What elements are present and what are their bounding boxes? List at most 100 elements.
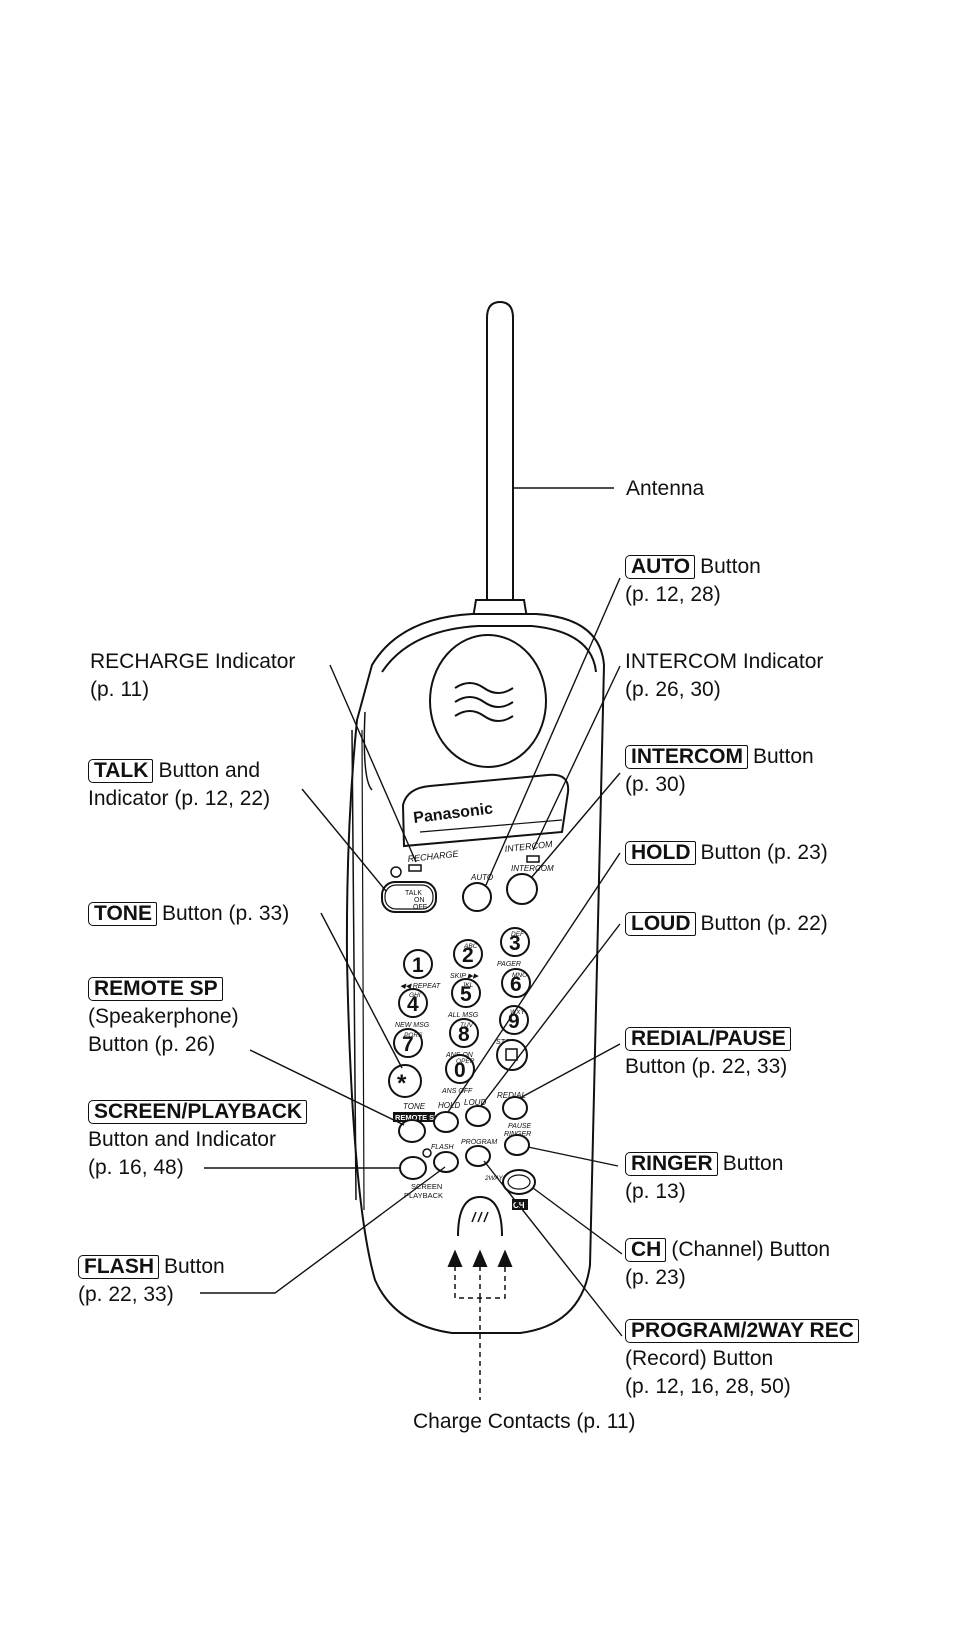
svg-text:PQRS: PQRS — [404, 1032, 423, 1039]
remote-sp-button[interactable] — [398, 1119, 426, 1143]
flash-key: FLASH — [78, 1255, 159, 1279]
svg-text:PROGRAM: PROGRAM — [461, 1139, 497, 1146]
ch-key: CH — [625, 1238, 667, 1262]
svg-text:TALK: TALK — [405, 890, 422, 897]
intercom-button[interactable]: INTERCOM — [506, 864, 554, 905]
svg-text:AUTO: AUTO — [470, 873, 493, 882]
svg-text:PAUSE: PAUSE — [508, 1123, 532, 1130]
svg-text:ANS OFF: ANS OFF — [441, 1088, 473, 1095]
svg-text:4: 4 — [407, 993, 419, 1016]
screen-playback-indicator — [422, 1148, 432, 1158]
svg-text:2: 2 — [462, 944, 474, 967]
hold-button[interactable] — [433, 1111, 459, 1133]
ringer-key: RINGER — [625, 1152, 718, 1176]
svg-text:*: * — [397, 1070, 407, 1097]
svg-text:0: 0 — [454, 1059, 466, 1082]
svg-text:OFF: OFF — [413, 904, 427, 911]
svg-text:6: 6 — [510, 973, 522, 996]
earpiece — [429, 634, 547, 768]
auto-key: AUTO — [625, 555, 696, 579]
stop-key-button[interactable] — [496, 1039, 528, 1071]
label-redial-pause: REDIAL/PAUSE Button (p. 22, 33) — [625, 1025, 796, 1081]
svg-text:PLAYBACK: PLAYBACK — [404, 1191, 443, 1200]
talk-key: TALK — [88, 759, 154, 783]
redial-pause-key: REDIAL/PAUSE — [625, 1027, 791, 1051]
svg-text:7: 7 — [402, 1033, 414, 1056]
label-recharge: RECHARGE Indicator (p. 11) — [90, 650, 296, 701]
svg-text:INTERCOM: INTERCOM — [511, 864, 554, 873]
keypad-key-1[interactable]: 1 ◀◀ REPEAT — [400, 949, 441, 990]
svg-text:REMOTE SP: REMOTE SP — [395, 1113, 439, 1122]
svg-text:REDIAL: REDIAL — [497, 1091, 526, 1100]
hold-key: HOLD — [625, 841, 696, 865]
tone-key: TONE — [88, 902, 157, 926]
svg-text:5: 5 — [460, 983, 472, 1006]
svg-text:GHI: GHI — [409, 992, 421, 999]
label-charge-contacts: Charge Contacts (p. 11) — [413, 1410, 636, 1433]
loud-key: LOUD — [625, 912, 696, 936]
microphone — [457, 1195, 503, 1237]
label-remote-sp: REMOTE SP (Speakerphone) Button (p. 26) — [88, 977, 239, 1056]
svg-text:ALL MSG: ALL MSG — [447, 1012, 479, 1019]
svg-text:SKIP ▶▶: SKIP ▶▶ — [450, 973, 479, 980]
svg-text:ON: ON — [414, 897, 425, 904]
svg-text:OPER: OPER — [456, 1058, 475, 1065]
svg-text:JKL: JKL — [461, 982, 474, 989]
svg-text:ABC: ABC — [463, 943, 478, 950]
svg-text:◀◀ REPEAT: ◀◀ REPEAT — [400, 983, 441, 990]
svg-text:NEW MSG: NEW MSG — [395, 1022, 430, 1029]
svg-text:3: 3 — [509, 932, 521, 955]
label-intercom-indicator: INTERCOM Indicator (p. 26, 30) — [625, 650, 824, 701]
svg-text:WXY: WXY — [510, 1009, 525, 1016]
screen-playback-button[interactable] — [399, 1156, 427, 1180]
svg-text:8: 8 — [458, 1023, 470, 1046]
remote-sp-key: REMOTE SP — [88, 977, 223, 1001]
screen-playback-key: SCREEN/PLAYBACK — [88, 1100, 308, 1124]
intercom-key: INTERCOM — [625, 745, 748, 769]
ringer-button[interactable] — [504, 1134, 530, 1156]
lower-button-labels: TONE REMOTE SP HOLD LOUD REDIAL PAUSE RI… — [393, 1091, 532, 1200]
svg-text:HOLD: HOLD — [438, 1101, 460, 1110]
label-program: PROGRAM/2WAY REC (Record) Button (p. 12,… — [625, 1317, 864, 1401]
svg-text:2WAY REC: 2WAY REC — [484, 1175, 519, 1182]
charge-contacts — [447, 1249, 513, 1400]
auto-button[interactable]: AUTO — [462, 873, 493, 912]
svg-text:1: 1 — [412, 954, 424, 977]
loud-button[interactable] — [465, 1105, 491, 1127]
svg-text:LOUD: LOUD — [464, 1098, 486, 1107]
label-antenna: Antenna — [626, 475, 704, 503]
flash-button[interactable] — [433, 1151, 459, 1173]
svg-text:SCREEN: SCREEN — [411, 1182, 442, 1191]
svg-text:TONE: TONE — [403, 1102, 426, 1111]
leader-lines — [200, 487, 623, 1337]
label-screen-playback: SCREEN/PLAYBACK Button and Indicator (p.… — [88, 1098, 312, 1182]
antenna-label: Antenna — [626, 477, 705, 500]
star-button[interactable]: * — [388, 1064, 422, 1098]
svg-text:TUV: TUV — [460, 1022, 474, 1029]
redial-button[interactable] — [502, 1096, 528, 1120]
intercom-indicator — [526, 855, 540, 863]
talk-button[interactable]: TALK ON OFF — [381, 866, 437, 913]
svg-text:DEF: DEF — [511, 931, 525, 938]
label-ch: CH(Channel) Button (p. 23) — [625, 1238, 831, 1289]
svg-text:MNO: MNO — [512, 972, 527, 979]
program-key: PROGRAM/2WAY REC — [625, 1319, 859, 1343]
svg-text:9: 9 — [508, 1010, 520, 1033]
svg-text:FLASH: FLASH — [431, 1144, 455, 1151]
